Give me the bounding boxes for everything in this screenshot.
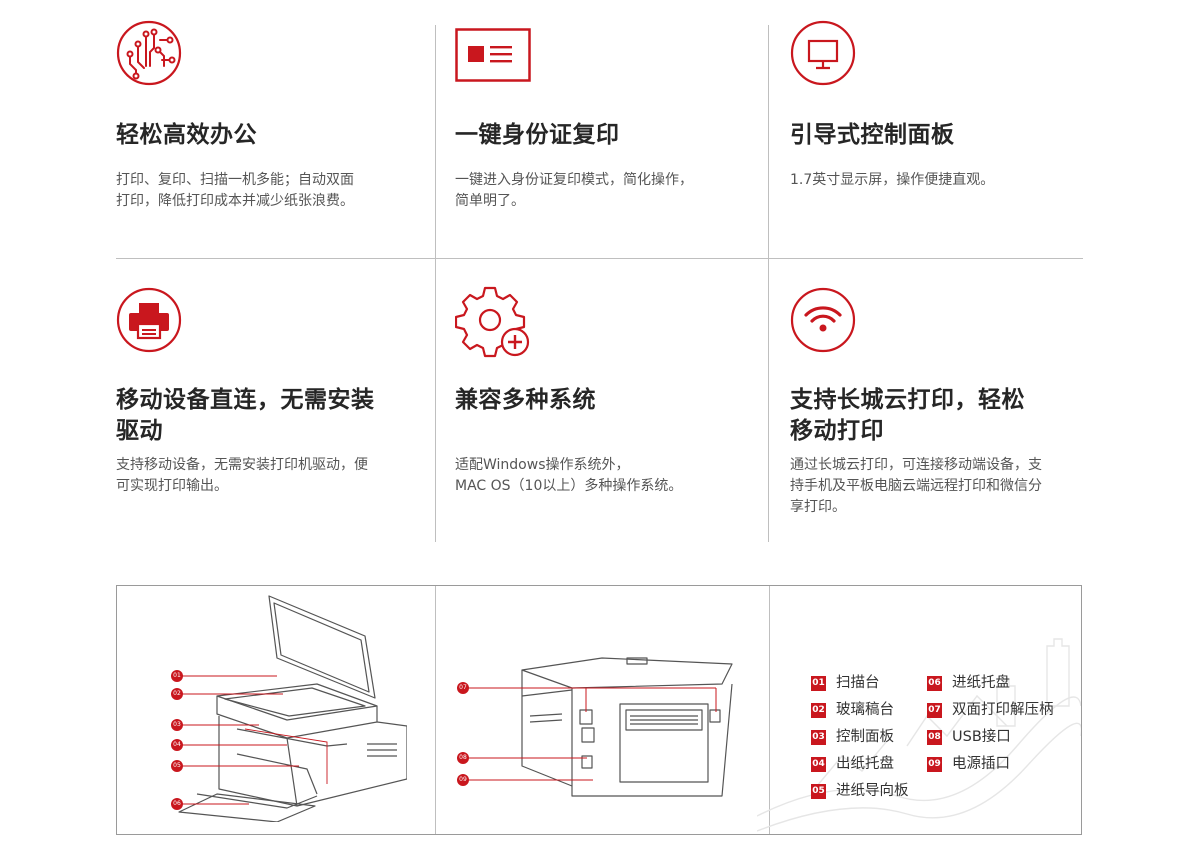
legend-item: 06 进纸托盘 (927, 674, 1010, 692)
feature-desc-line: 1.7英寸显示屏，操作便捷直观。 (790, 172, 995, 188)
legend-item: 01 扫描台 (811, 674, 880, 692)
feature-desc: 一键进入身份证复印模式，简化操作， 简单明了。 (455, 170, 693, 212)
callout-marker: 05 (171, 760, 183, 772)
feature-desc: 通过长城云打印，可连接移动端设备，支 持手机及平板电脑云端远程打印和微信分 享打… (790, 455, 1042, 518)
feature-desc-line: 打印，降低打印成本并减少纸张浪费。 (116, 193, 354, 209)
callout-marker: 09 (457, 774, 469, 786)
legend-number: 09 (927, 756, 942, 772)
feature-desc-line: 一键进入身份证复印模式，简化操作， (455, 172, 693, 188)
feature-title: 引导式控制面板 (790, 122, 955, 148)
legend-label: 控制面板 (836, 729, 894, 745)
panel-divider-2 (769, 586, 770, 834)
feature-desc-line: 通过长城云打印，可连接移动端设备，支 (790, 457, 1042, 473)
wifi-icon (790, 287, 856, 353)
legend-number: 08 (927, 729, 942, 745)
legend-number: 06 (927, 675, 942, 691)
feature-title: 一键身份证复印 (455, 122, 620, 148)
legend-number: 04 (811, 756, 826, 772)
legend-number: 03 (811, 729, 826, 745)
legend-item: 07 双面打印解压柄 (927, 701, 1054, 719)
callout-marker: 06 (171, 798, 183, 810)
feature-desc: 1.7英寸显示屏，操作便捷直观。 (790, 170, 994, 191)
feature-desc-line: 支持移动设备，无需安装打印机驱动，便 (116, 457, 368, 473)
feature-title: 兼容多种系统 (455, 387, 596, 413)
legend-label: USB接口 (952, 729, 1011, 745)
callout-marker: 07 (457, 682, 469, 694)
legend-number: 02 (811, 702, 826, 718)
panel-divider-1 (435, 586, 436, 834)
monitor-icon (790, 20, 856, 86)
feature-title-line: 移动设备直连，无需安装 (116, 387, 375, 413)
id-card-icon (455, 28, 531, 82)
callout-marker: 08 (457, 752, 469, 764)
feature-desc-line: 持手机及平板电脑云端远程打印和微信分 (790, 478, 1042, 494)
legend-number: 01 (811, 675, 826, 691)
legend-item: 09 电源插口 (927, 755, 1010, 773)
gear-plus-icon (455, 286, 530, 358)
feature-desc-line: 享打印。 (790, 499, 846, 515)
feature-desc-line: 可实现打印输出。 (116, 478, 228, 494)
feature-desc-line: 适配Windows操作系统外， (455, 457, 630, 473)
printer-parts-panel: 01 02 03 04 05 06 07 (116, 585, 1082, 835)
callout-marker: 02 (171, 688, 183, 700)
great-wall-watermark (757, 638, 1081, 832)
legend-number: 07 (927, 702, 942, 718)
legend-label: 出纸托盘 (836, 756, 894, 772)
legend-item: 05 进纸导向板 (811, 782, 909, 800)
feature-desc: 支持移动设备，无需安装打印机驱动，便 可实现打印输出。 (116, 455, 368, 497)
divider-horizontal (116, 258, 1083, 259)
legend-label: 进纸托盘 (952, 675, 1010, 691)
legend-item: 08 USB接口 (927, 728, 1011, 746)
printer-back-illustration (521, 657, 733, 797)
feature-desc: 适配Windows操作系统外， MAC OS（10以上）多种操作系统。 (455, 455, 682, 497)
printer-front-illustration (178, 595, 407, 822)
callout-marker: 03 (171, 719, 183, 731)
feature-title-line: 移动打印 (790, 418, 884, 444)
legend-label: 双面打印解压柄 (952, 702, 1054, 718)
feature-desc-line: 简单明了。 (455, 193, 525, 209)
divider-vertical-2 (768, 25, 769, 542)
circuit-icon (116, 20, 182, 86)
callout-leaders-back (461, 687, 593, 781)
callout-marker: 01 (171, 670, 183, 682)
printer-icon (116, 287, 182, 353)
legend-number: 05 (811, 783, 826, 799)
feature-desc-line: MAC OS（10以上）多种操作系统。 (455, 478, 683, 494)
legend-label: 扫描台 (836, 675, 880, 691)
feature-title: 轻松高效办公 (116, 122, 257, 148)
legend-item: 03 控制面板 (811, 728, 894, 746)
callout-marker: 04 (171, 739, 183, 751)
legend-label: 进纸导向板 (836, 783, 909, 799)
legend-label: 电源插口 (952, 756, 1010, 772)
feature-title-line: 驱动 (116, 418, 163, 444)
legend-item: 02 玻璃稿台 (811, 701, 894, 719)
feature-title: 支持长城云打印，轻松 移动打印 (790, 385, 1025, 447)
feature-title-line: 支持长城云打印，轻松 (790, 387, 1025, 413)
divider-vertical-1 (435, 25, 436, 542)
feature-desc: 打印、复印、扫描一机多能；自动双面 打印，降低打印成本并减少纸张浪费。 (116, 170, 354, 212)
legend-item: 04 出纸托盘 (811, 755, 894, 773)
feature-desc-line: 打印、复印、扫描一机多能；自动双面 (116, 172, 354, 188)
legend-label: 玻璃稿台 (836, 702, 894, 718)
feature-title: 移动设备直连，无需安装 驱动 (116, 385, 375, 447)
